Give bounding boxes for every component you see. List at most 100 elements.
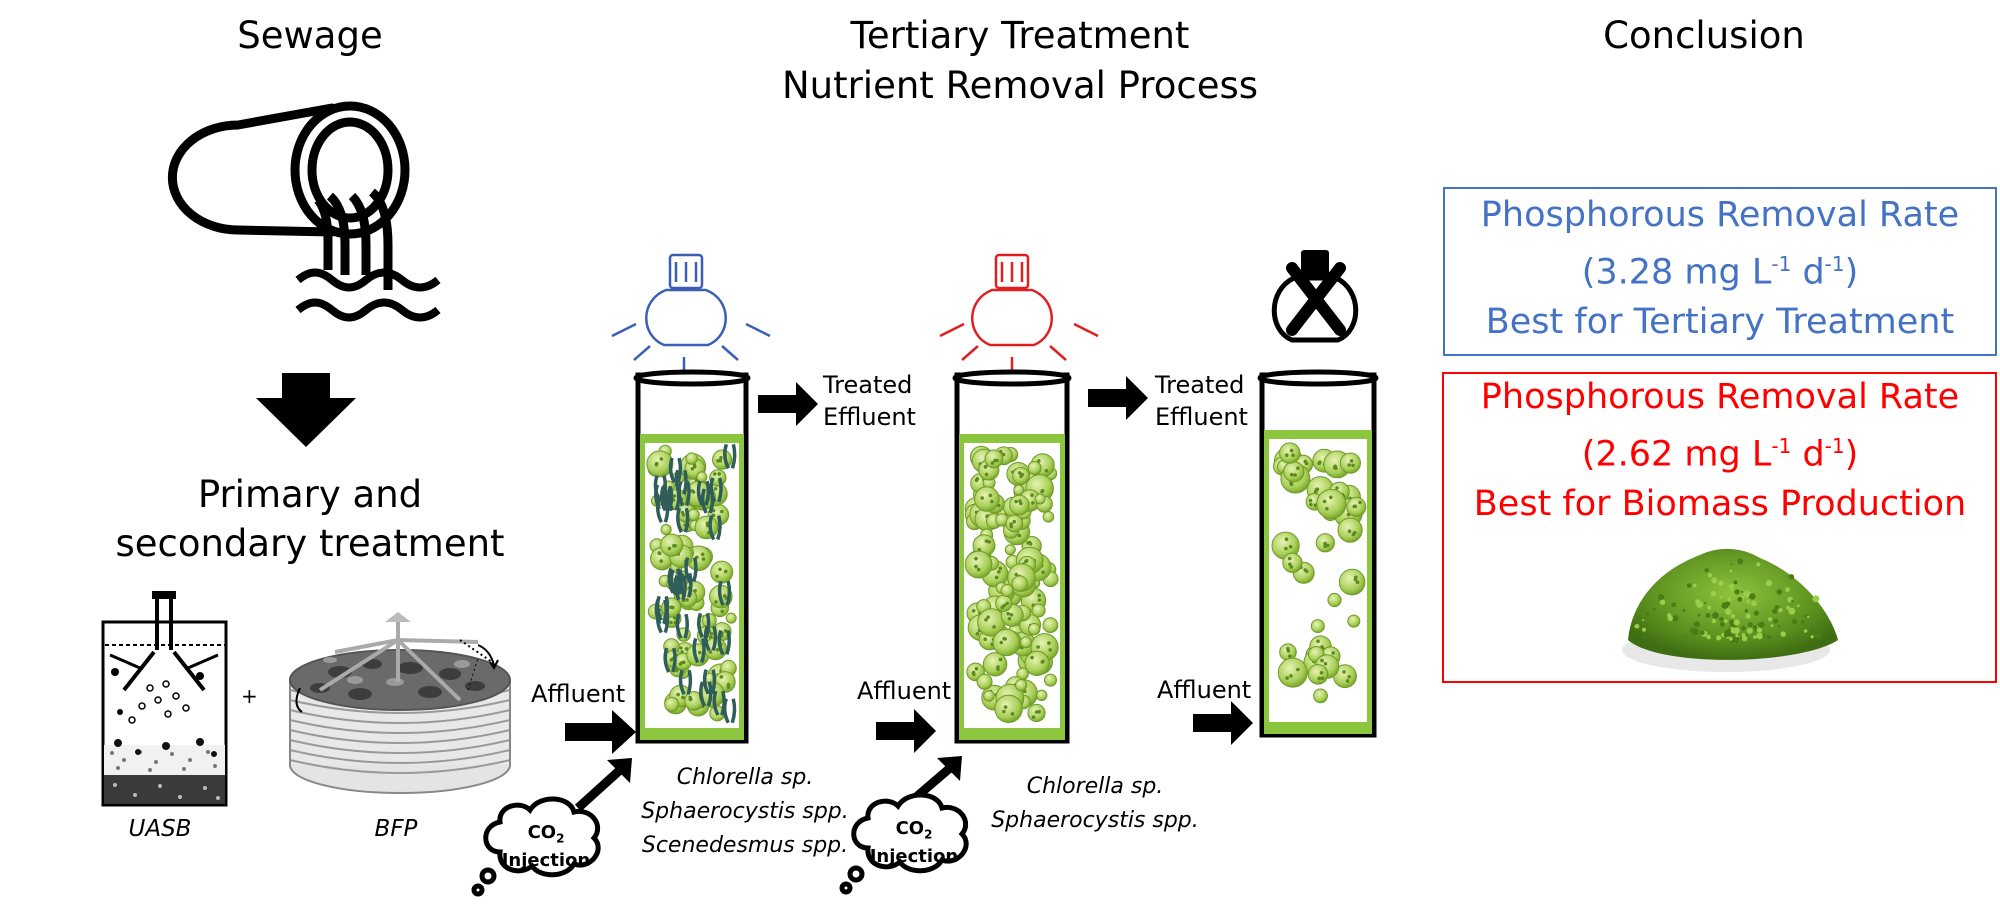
powder-grain [1718, 580, 1724, 587]
species-item: Chlorella sp. [1026, 774, 1164, 799]
red-conclusion-box [1442, 372, 1997, 683]
co2-text-1: CO [527, 822, 557, 843]
co2-text-2: CO [895, 818, 925, 839]
uasb-reactor-icon [101, 591, 228, 807]
algae-cell-dot [986, 615, 990, 619]
powder-grain [1697, 613, 1701, 617]
algae-cell-dot [984, 539, 989, 543]
algae-cell-dot [691, 490, 696, 494]
algae-cell [982, 652, 1008, 677]
algae-cell [660, 524, 672, 536]
powder-grain [1686, 583, 1692, 588]
algae-cell-dot [1323, 544, 1327, 548]
algae-cell-dot [720, 509, 724, 514]
algae-cell-dot [720, 609, 725, 614]
algae-cell-dot [1316, 639, 1320, 644]
powder-grain [1768, 617, 1772, 622]
algae-cell [1004, 544, 1016, 556]
treated-effluent-label-1: Treated Effluent [823, 369, 916, 433]
powder-grain [1746, 627, 1753, 634]
powder-grain [1780, 631, 1786, 637]
species-item: Sphaerocystis spp. [991, 808, 1199, 833]
algae-cell [696, 471, 708, 483]
scenedesmus-colony [678, 669, 693, 696]
powder-grain [1733, 627, 1740, 634]
treated-effluent-label-2: Treated Effluent [1155, 369, 1248, 433]
powder-grain [1733, 619, 1740, 626]
powder-grain [1777, 624, 1781, 628]
algae-cell-dot [713, 472, 717, 476]
powder-grain [1765, 579, 1773, 587]
algae-cell-dot [997, 570, 1001, 574]
effluent-text-1: Effluent [823, 403, 916, 431]
algae-cell-dot [667, 546, 672, 551]
powder-grain [1734, 589, 1740, 595]
algae-cell-dot [987, 540, 991, 544]
powder-grain [1772, 608, 1778, 614]
algae-cell [1013, 484, 1025, 496]
powder-grain [1733, 580, 1738, 585]
powder-grain [1727, 597, 1732, 602]
bfp-label: BFP [374, 816, 418, 842]
powder-grain [1747, 622, 1753, 628]
algae-cell [660, 533, 684, 557]
powder-grain [1642, 619, 1645, 622]
algae-cell-dot [974, 564, 978, 569]
header-conclusion: Conclusion [1603, 14, 1805, 57]
powder-grain [1719, 595, 1723, 599]
algae-cell-dot [681, 695, 685, 700]
algae-cell [1282, 552, 1303, 573]
scenedesmus-colony [723, 443, 737, 470]
algae-cell-dot [1331, 651, 1335, 655]
powder-grain [1730, 626, 1734, 630]
algae-cell [983, 690, 995, 702]
algae-cell-dot [680, 510, 685, 515]
algae-cell-dot [993, 458, 997, 463]
blue-conclusion-box [1443, 187, 1997, 356]
powder-grain [1729, 569, 1733, 573]
algae-cell [1339, 452, 1362, 474]
co2-injection-label-2: CO2 Injection [864, 818, 964, 868]
algae-cell-dot [1005, 601, 1009, 606]
algae-cell [710, 560, 734, 584]
photobioreactor-1 [633, 369, 751, 744]
powder-grain [1645, 611, 1650, 616]
red-note: Best for Biomass Production [1473, 483, 1967, 524]
algae-cell [994, 694, 1023, 723]
algae-cell-dot [690, 467, 695, 471]
down-arrow-icon [256, 373, 356, 447]
algae-cell-dot [1287, 556, 1292, 561]
affluent-label-1: Affluent [531, 680, 626, 708]
algae-cell-dot [996, 665, 1000, 669]
algae-cell [1005, 514, 1024, 533]
co2-arrow-head-1 [607, 758, 632, 783]
powder-grain [1729, 619, 1735, 625]
powder-grain [1719, 621, 1725, 627]
algae-cell-dot [697, 650, 702, 655]
powder-grain [1788, 574, 1795, 580]
algae-cell-dot [716, 459, 720, 463]
blue-conclusion-text: Phosphorous Removal Rate (3.28 mg L-1 d-… [1446, 191, 1994, 347]
algae-cell-dot [708, 650, 713, 654]
algae-cell [1000, 584, 1014, 597]
algae-cell-dot [709, 631, 714, 636]
algae-cell-dot [1296, 667, 1300, 672]
species-item: Scenedesmus spp. [641, 833, 849, 858]
algae-cell-dot [994, 575, 999, 580]
algae-cell-dot [1037, 593, 1041, 598]
algae-cell-dot [1293, 473, 1297, 477]
algae-cell-dot [717, 472, 721, 476]
algae-cell-dot [1037, 459, 1041, 463]
scenedesmus-colony [708, 515, 722, 541]
header-tertiary-line1: Tertiary Treatment [850, 14, 1190, 57]
algae-cell-dot [1323, 661, 1328, 666]
algae-cell-dot [1353, 577, 1358, 582]
effluent-arrow-1 [758, 382, 818, 426]
algae-cell-dot [1345, 679, 1350, 683]
algae-cell-dot [975, 632, 980, 636]
algae-cell [646, 450, 674, 478]
algae-cell-dot [715, 574, 719, 579]
algae-cell-dot [971, 609, 976, 613]
scenedesmus-colony [668, 457, 683, 483]
